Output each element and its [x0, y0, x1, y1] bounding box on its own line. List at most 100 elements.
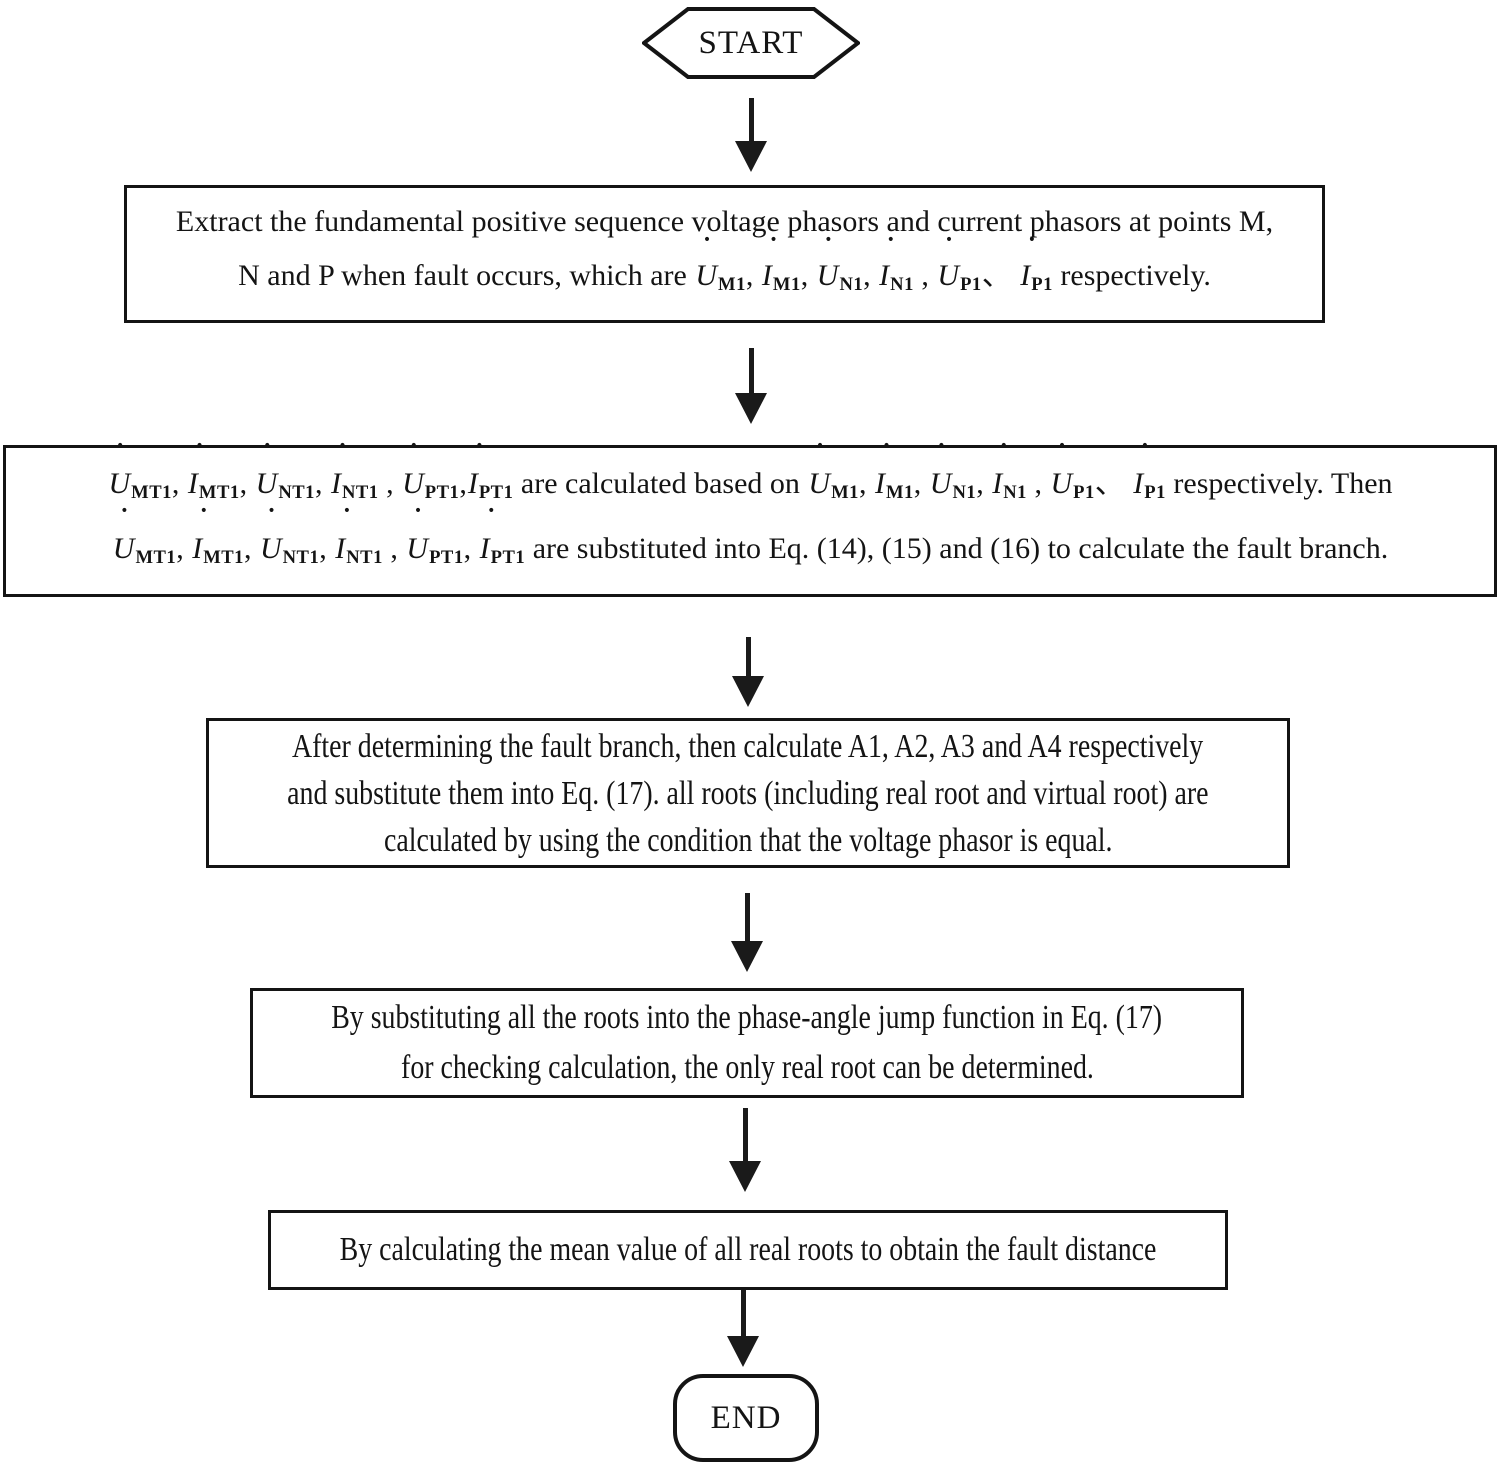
- overdot-mark: ˙: [194, 438, 204, 469]
- phasor-subscript: NT1: [341, 482, 379, 503]
- phasor-subscript: N1: [839, 274, 864, 296]
- phasor-subscript: N1: [1003, 482, 1027, 503]
- step3-line-2: and substitute them into Eq. (17). all r…: [287, 770, 1208, 817]
- overdot-mark: ˙: [702, 231, 712, 262]
- text-run: ,: [382, 532, 406, 565]
- text-run: 、: [1094, 466, 1133, 500]
- phasor-symbol: ˙IP1: [1020, 231, 1053, 296]
- phasor-subscript: PT1: [429, 547, 464, 569]
- text-run: are substituted into Eq. (14), (15) and …: [525, 532, 1389, 565]
- text-run: ,: [463, 532, 479, 565]
- phasor-symbol: ˙IPT1: [479, 503, 526, 569]
- text-run: ,: [378, 466, 402, 500]
- phasor-symbol: ˙IN1: [992, 438, 1027, 503]
- step4-line-1: By substituting all the roots into the p…: [332, 993, 1163, 1043]
- phasor-subscript: MT1: [203, 547, 244, 569]
- overdot-mark: ˙: [944, 231, 954, 262]
- overdot-mark: ˙: [199, 503, 209, 534]
- overdot-mark: ˙: [999, 438, 1009, 469]
- overdot-mark: ˙: [769, 231, 778, 262]
- phasor-subscript: MT1: [135, 547, 177, 569]
- step-box-determine-real-root: By substituting all the roots into the p…: [250, 988, 1244, 1098]
- phasor-subscript: MT1: [198, 482, 240, 503]
- flow-arrow-1: [735, 98, 767, 172]
- phasor-subscript: NT1: [282, 547, 320, 569]
- phasor-symbol: ˙IPT1: [467, 438, 514, 503]
- text-run: for checking calculation, the only real …: [400, 1049, 1094, 1086]
- phasor-symbol: ˙INT1: [335, 503, 383, 569]
- step4-line-2: for checking calculation, the only real …: [401, 1043, 1094, 1093]
- overdot-mark: ˙: [1140, 438, 1150, 469]
- overdot-mark: ˙: [823, 231, 833, 262]
- phasor-symbol: ˙IMT1: [187, 438, 240, 503]
- text-run: ,: [176, 532, 192, 565]
- text-run: By substituting all the roots into the p…: [331, 999, 1163, 1036]
- step1-line-2: N and P when fault occurs, which are ˙UM…: [238, 231, 1211, 312]
- text-run: ,: [1026, 466, 1050, 500]
- overdot-mark: ˙: [815, 438, 825, 469]
- phasor-symbol: ˙IP1: [1133, 438, 1166, 503]
- overdot-mark: ˙: [115, 438, 125, 469]
- phasor-symbol: ˙UP1: [937, 231, 982, 296]
- overdot-mark: ˙: [882, 438, 892, 469]
- phasor-subscript: N1: [952, 482, 977, 503]
- text-run: ,: [171, 466, 187, 500]
- text-run: N and P when fault occurs, which are: [238, 259, 695, 293]
- arrow-head-down-icon: [735, 393, 767, 424]
- flow-arrow-2: [735, 348, 767, 424]
- text-run: ,: [976, 466, 992, 500]
- flow-arrow-6: [727, 1290, 759, 1367]
- text-run: Extract the fundamental positive sequenc…: [175, 205, 1274, 239]
- step-box-calculate-all-roots: After determining the fault branch, then…: [206, 718, 1290, 868]
- phasor-subscript: PT1: [424, 482, 460, 503]
- phasor-subscript: P1: [1031, 274, 1053, 296]
- phasor-subscript: PT1: [490, 547, 526, 569]
- text-run: respectively. Then: [1165, 466, 1393, 500]
- phasor-symbol: ˙UPT1: [402, 438, 460, 503]
- phasor-symbol: ˙UMT1: [108, 438, 172, 503]
- text-run: 、: [981, 259, 1020, 293]
- overdot-mark: ˙: [262, 438, 272, 469]
- text-run: ,: [863, 259, 879, 293]
- start-label: START: [698, 24, 804, 61]
- arrow-shaft: [740, 1290, 746, 1336]
- arrow-head-down-icon: [727, 1336, 759, 1367]
- overdot-mark: ˙: [474, 438, 484, 469]
- phasor-symbol: ˙UM1: [695, 231, 746, 296]
- step2-line-1: ˙UMT1, ˙IMT1, ˙UNT1, ˙INT1 , ˙UPT1,˙IPT1…: [107, 438, 1393, 521]
- phasor-symbol: ˙UN1: [929, 438, 977, 503]
- arrow-shaft: [744, 893, 750, 941]
- step3-line-3: calculated by using the condition that t…: [384, 817, 1113, 864]
- overdot-mark: ˙: [119, 503, 129, 534]
- text-run: ,: [314, 466, 330, 500]
- text-run: ,: [239, 466, 255, 500]
- arrow-head-down-icon: [732, 676, 764, 707]
- step-box-calculate-fault-branch: ˙UMT1, ˙IMT1, ˙UNT1, ˙INT1 , ˙UPT1,˙IPT1…: [3, 438, 1497, 597]
- phasor-subscript: M1: [772, 274, 801, 296]
- phasor-symbol: ˙IM1: [761, 231, 801, 296]
- arrow-head-down-icon: [735, 141, 767, 172]
- phasor-subscript: P1: [1073, 482, 1095, 503]
- phasor-symbol: ˙UPT1: [406, 503, 464, 569]
- arrow-head-down-icon: [731, 941, 763, 972]
- overdot-mark: ˙: [409, 438, 419, 469]
- text-run: and substitute them into Eq. (17). all r…: [287, 774, 1209, 812]
- text-run: ,: [319, 532, 335, 565]
- phasor-subscript: NT1: [278, 482, 315, 503]
- overdot-mark: ˙: [267, 503, 277, 534]
- text-run: ,: [913, 466, 929, 500]
- phasor-subscript: M1: [831, 482, 859, 503]
- flow-arrow-4: [731, 893, 763, 972]
- phasor-subscript: M1: [718, 274, 746, 296]
- hexagon-shape-icon: [640, 7, 862, 79]
- step1-line-1: Extract the fundamental positive sequenc…: [176, 195, 1273, 249]
- phasor-subscript: P1: [960, 274, 982, 296]
- phasor-symbol: ˙UM1: [808, 438, 859, 503]
- text-run: After determining the fault branch, then…: [292, 727, 1204, 765]
- overdot-mark: ˙: [342, 503, 352, 534]
- phasor-subscript: M1: [885, 482, 914, 503]
- phasor-symbol: ˙UN1: [816, 231, 864, 296]
- phasor-subscript: NT1: [346, 547, 383, 569]
- phasor-subscript: P1: [1144, 482, 1166, 503]
- arrow-head-down-icon: [729, 1161, 761, 1192]
